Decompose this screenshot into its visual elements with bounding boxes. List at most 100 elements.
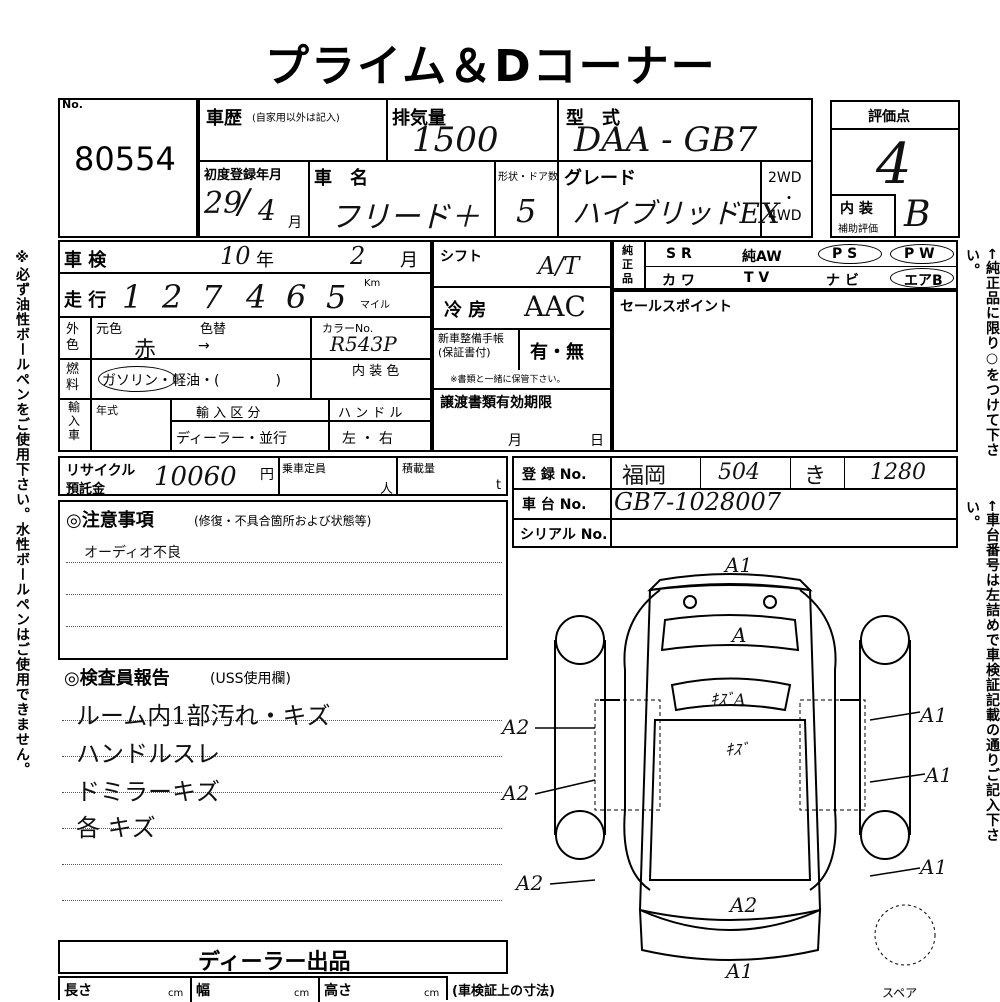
- damage-mark-roof: ｷｽﾞ: [725, 740, 749, 759]
- interior-color-label: 内 装 色: [352, 364, 400, 379]
- vehicle-info-block: 車歴 (自家用以外は記入) 排気量 1500 型 式 DAA - GB7 初度登…: [198, 98, 813, 238]
- doors-label: 形状・ドア数: [498, 172, 558, 183]
- genuine-tv: T V: [744, 270, 770, 286]
- transfer-month: 月: [508, 433, 522, 449]
- first-reg-month: 4: [258, 194, 276, 227]
- vehicle-details-block: 車 検 10 年 2 月 走 行 1 2 7 4 6 5 Km マイル 外色 元…: [58, 240, 432, 452]
- warranty-label: 新車整備手帳(保証書付): [438, 332, 504, 359]
- shift-value: A/T: [538, 252, 580, 280]
- genuine-navi: ナ ビ: [826, 273, 859, 289]
- chassis-value: GB7-1028007: [614, 488, 782, 516]
- color-no-label: カラーNo.: [322, 322, 374, 335]
- genuine-ps: P S: [832, 246, 858, 262]
- damage-mark-hood: A: [730, 623, 746, 647]
- handle-values: 左 ・ 右: [342, 431, 393, 447]
- first-reg-year: 29: [204, 186, 243, 221]
- drive-dot: ・: [782, 191, 796, 207]
- damage-mark-right-front: A1: [918, 703, 947, 727]
- capacity-unit: 人: [380, 482, 394, 497]
- mileage-unit-km: Km: [364, 278, 381, 289]
- mileage-digit: 2: [162, 278, 183, 316]
- registration-number: 1280: [870, 460, 926, 485]
- doors-value: 5: [516, 192, 537, 230]
- interior-score-value: B: [904, 194, 931, 235]
- sales-point-box: セールスポイント: [612, 290, 958, 452]
- damage-mark-bottom: A1: [724, 959, 753, 980]
- import-category-label: 輸 入 区 分: [196, 406, 261, 421]
- genuine-airbag: エアB: [904, 273, 943, 289]
- import-year-label: 年式: [96, 404, 118, 417]
- shift-label: シフト: [440, 249, 482, 265]
- recycle-value: 10060: [154, 462, 237, 492]
- first-reg-slash: /: [238, 182, 250, 222]
- mileage-digit: 5: [326, 278, 347, 316]
- car-name-label: 車 名: [314, 168, 368, 189]
- load-label: 積載量: [402, 462, 435, 475]
- color-no-value: R543P: [330, 332, 397, 356]
- height-unit: cm: [424, 988, 440, 999]
- inspection-month-unit: 月: [400, 250, 418, 271]
- inspection-label: 車 検: [64, 250, 107, 271]
- mileage-digit: 4: [246, 278, 267, 316]
- side-note-chassis: ←車台番号は左詰めで車検証記載の通りご記入下さい。: [964, 500, 1000, 843]
- lot-no-label: No.: [62, 98, 83, 111]
- damage-mark-windshield: ｷｽﾞA: [710, 690, 746, 709]
- grade-value: ハイブリッドEX: [572, 197, 780, 230]
- notes-line1: オーディオ不良: [84, 545, 182, 561]
- airbag-circle: [890, 268, 954, 288]
- dealer-label: ディーラー出品: [198, 950, 351, 975]
- page-title: プライム＆Dコーナー: [265, 41, 717, 92]
- car-damage-diagram: A1 A ｷｽﾞA ｷｽﾞ A2 A2 A2 A1 A1 A2 A1 A1: [500, 553, 952, 980]
- first-reg-label: 初度登録年月: [204, 168, 283, 183]
- ps-circle: [818, 244, 882, 264]
- damage-mark-left-front: A2: [500, 715, 529, 739]
- model-type-label: 型 式: [566, 108, 620, 129]
- original-color-label: 元色: [96, 322, 123, 337]
- notes-block: ◎注意事項 (修復・不具合箇所および状態等) オーディオ不良: [58, 500, 508, 660]
- inspection-month: 2: [350, 242, 366, 270]
- handle-label: ハ ン ド ル: [338, 406, 403, 421]
- ac-label: 冷 房: [444, 300, 487, 321]
- transfer-day: 日: [590, 433, 604, 449]
- recycle-unit: 円: [260, 467, 274, 483]
- side-note-genuine: ←純正品に限り○をつけて下さい。: [964, 248, 1000, 458]
- dimensions-note: (車検証上の寸法): [452, 984, 555, 999]
- mileage-unit-mile: マイル: [360, 300, 390, 311]
- spare-label: スペア: [882, 986, 918, 1000]
- inspection-year-unit: 年: [256, 250, 274, 271]
- serial-label: シリアル No.: [520, 527, 608, 543]
- genuine-sr: S R: [666, 246, 692, 262]
- lot-box: No. 80554: [58, 98, 198, 238]
- registration-city: 福岡: [622, 464, 667, 489]
- mileage-digit: 1: [122, 278, 143, 316]
- changed-color-label: 色替: [200, 322, 227, 337]
- report-title: ◎検査員報告: [64, 668, 170, 689]
- report-subtitle: (USS使用欄): [210, 671, 291, 687]
- damage-mark-left-middle: A2: [500, 781, 529, 805]
- length-unit: cm: [168, 988, 184, 999]
- report-block: ◎検査員報告 (USS使用欄) ルーム内1部汚れ・キズ ハンドルスレ ドミラーキ…: [58, 662, 508, 934]
- fuel-label: 燃料: [66, 362, 80, 393]
- dealer-box: ディーラー出品: [58, 940, 508, 975]
- recycle-label1: リサイクル: [66, 463, 136, 479]
- warranty-value: 有・無: [530, 342, 584, 363]
- chassis-label: 車 台 No.: [522, 497, 587, 513]
- car-name-value: フリード＋: [330, 200, 480, 235]
- fuel-selected-circle: [98, 366, 176, 392]
- genuine-pw: P W: [904, 246, 935, 262]
- report-line: ハンドルスレ: [76, 740, 220, 768]
- report-line: ルーム内1部汚れ・キズ: [76, 702, 331, 730]
- recycle-block: リサイクル 預託金 10060 円 乗車定員 人 積載量 t: [58, 456, 508, 497]
- spare-tire-circle: [874, 904, 936, 966]
- transfer-label: 譲渡書類有効期限: [440, 395, 552, 411]
- fuel-options: ガソリン・軽油・( ): [102, 373, 281, 389]
- mileage-digits: 1 2 7 4 6 5: [116, 278, 356, 316]
- mileage-digit: 6: [286, 278, 307, 316]
- length-label: 長さ: [64, 983, 92, 999]
- mileage-label: 走 行: [64, 290, 107, 311]
- registration-block: 登 録 No. 福岡 504 き 1280 車 台 No. GB7-102800…: [512, 456, 958, 548]
- registration-class: 504: [718, 460, 760, 485]
- genuine-label: 純正品: [622, 244, 633, 285]
- notes-title: ◎注意事項: [66, 510, 154, 531]
- grade-label: グレード: [564, 168, 636, 189]
